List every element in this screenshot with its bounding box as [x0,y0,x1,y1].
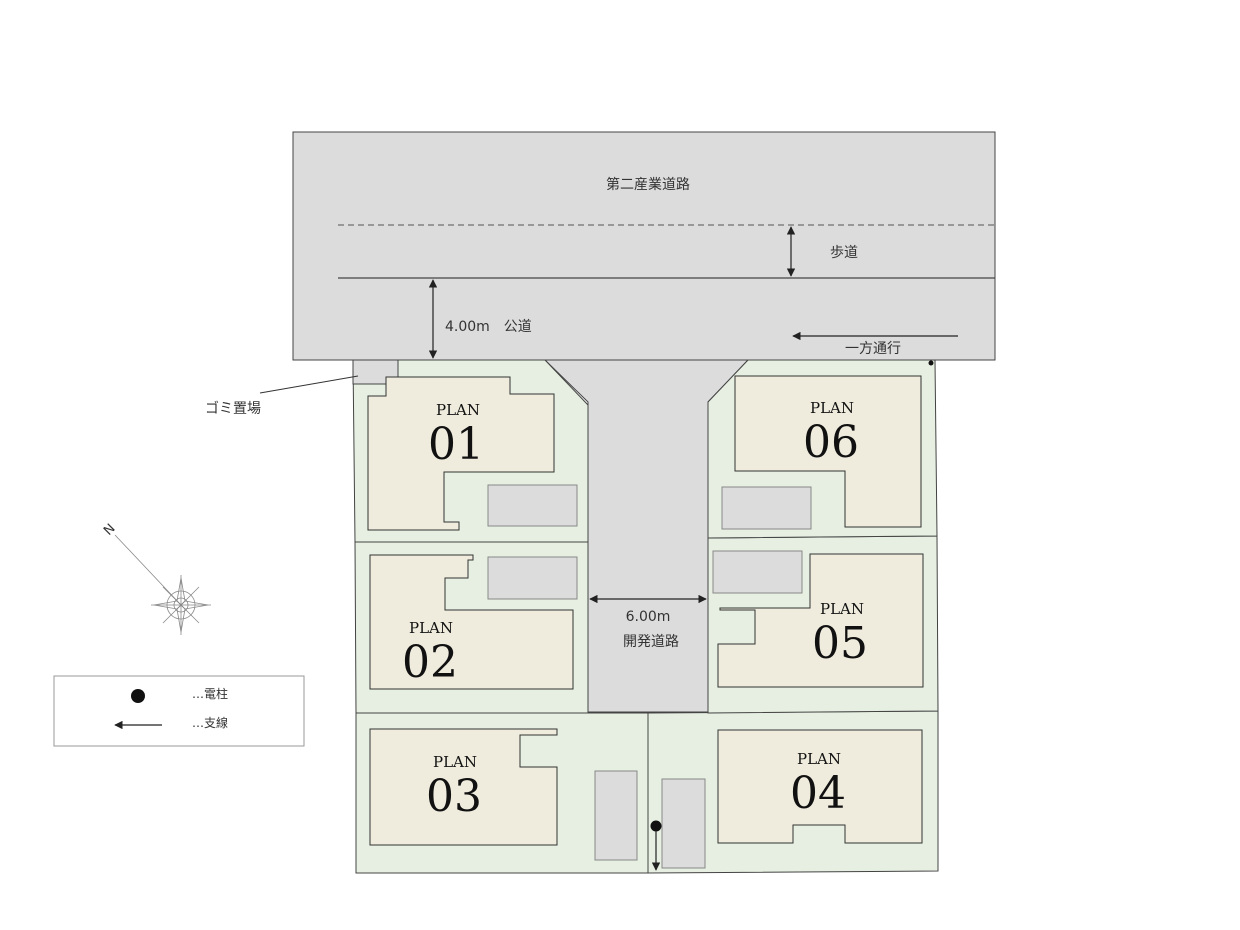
main-road-area [292,131,996,361]
building-plan-01 [367,376,555,531]
dev-road-width-label: 6.00m [626,609,671,625]
public-road-label: 4.00m 公道 [445,319,532,335]
plan-06-prefix: PLAN [810,399,854,417]
plan-04-prefix: PLAN [797,750,841,768]
main-road-label: 第二産業道路 [606,176,690,193]
plan-05-prefix: PLAN [820,600,864,618]
utility-pole-corner [928,360,934,366]
garbage-leader-line [259,375,359,394]
legend-pole-icon [131,689,145,703]
building-plan-02 [369,554,574,690]
parking-plan-03 [594,770,638,861]
one-way-label: 一方通行 [845,341,901,357]
plan-04-number: 04 [790,768,846,819]
sidewalk-label: 歩道 [830,245,858,261]
parking-plan-06 [721,486,812,530]
building-plan-05 [717,553,924,688]
utility-pole-marker [650,820,662,832]
plan-03-number: 03 [426,771,482,822]
plan-01-prefix: PLAN [436,401,480,419]
building-plan-06 [734,375,922,528]
legend-box [53,675,305,747]
parking-plan-05 [712,550,803,594]
parking-plan-01 [487,484,578,527]
legend-guy-wire-label: …支線 [192,715,228,730]
building-plan-04 [717,729,923,844]
plan-02-prefix: PLAN [409,619,453,637]
plan-05-number: 05 [812,618,868,669]
legend-pole-label: …電柱 [192,686,228,701]
dev-road-name-label: 開発道路 [623,634,679,650]
compass-icon [114,534,211,635]
parking-plan-04 [661,778,706,869]
building-plan-03 [369,728,558,846]
plan-03-prefix: PLAN [433,753,477,771]
garbage-label: ゴミ置場 [205,400,261,417]
parking-plan-02 [487,556,578,600]
plan-02-number: 02 [402,637,458,688]
plan-01-number: 01 [428,419,484,470]
plan-06-number: 06 [803,417,859,468]
